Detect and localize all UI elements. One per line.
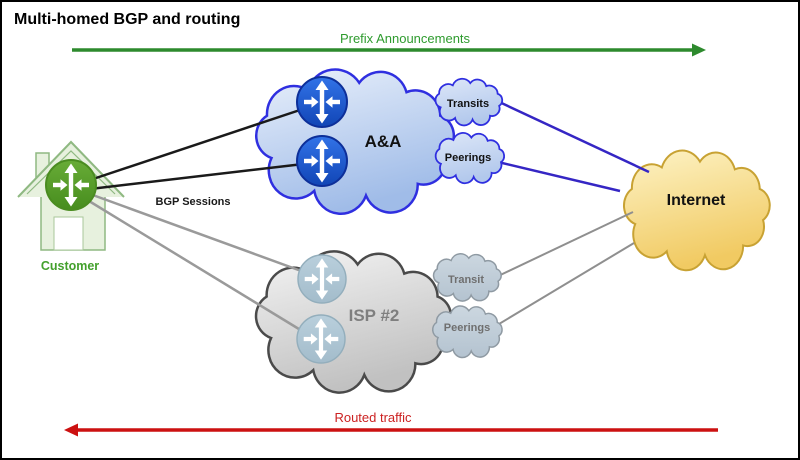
- isp-a-peerings-label: Peerings: [445, 152, 491, 164]
- internet-label: Internet: [667, 192, 726, 209]
- bgp-session-line-2: [89, 161, 313, 191]
- house-roof-inner-line: [26, 150, 116, 195]
- customer-isp2-line-2: [88, 199, 313, 339]
- isp-a-router-2-icon: [296, 135, 348, 187]
- prefix-announcements-arrowhead: [692, 43, 706, 57]
- isp-a-transits-label: Transits: [447, 98, 489, 110]
- peerings2-internet-line: [493, 242, 635, 328]
- routed-traffic-arrow: Routed traffic: [64, 410, 718, 437]
- customer-router-icon: [45, 159, 97, 211]
- isp-a-router-1-icon: [296, 76, 348, 128]
- bgp-session-line-1: [89, 103, 316, 182]
- prefix-announcements-arrow: Prefix Announcements: [72, 31, 706, 57]
- diagram-title: Multi-homed BGP and routing: [14, 11, 240, 28]
- house-door: [53, 216, 84, 251]
- customer-isp2-line-1: [89, 192, 316, 278]
- isp-2-transit-label: Transit: [448, 274, 484, 286]
- prefix-announcements-label: Prefix Announcements: [340, 31, 471, 46]
- transit2-internet-line: [493, 211, 634, 279]
- isp-a-label: A&A: [365, 132, 402, 151]
- customer-label: Customer: [41, 259, 99, 273]
- isp-2-label: ISP #2: [349, 306, 400, 325]
- isp-2-router-1-icon: [297, 254, 347, 304]
- isp-2-peerings-label: Peerings: [444, 322, 490, 334]
- peerings-internet-line: [497, 160, 621, 193]
- transits-internet-line: [494, 98, 650, 174]
- isp-2-router-2-icon: [296, 314, 346, 364]
- routed-traffic-arrowhead: [64, 423, 78, 437]
- bgp-sessions-label: BGP Sessions: [156, 196, 231, 208]
- routed-traffic-label: Routed traffic: [334, 410, 412, 425]
